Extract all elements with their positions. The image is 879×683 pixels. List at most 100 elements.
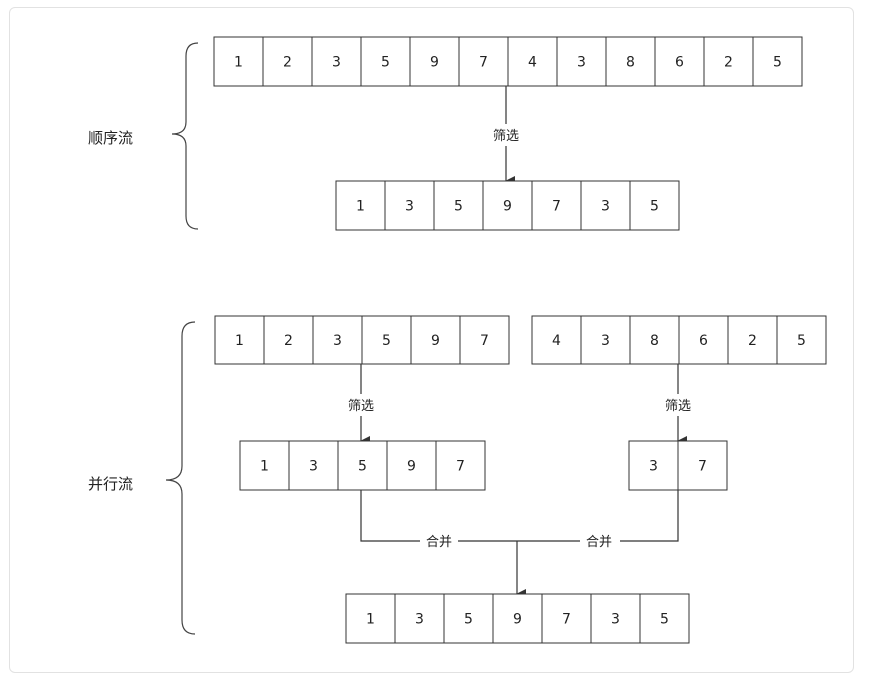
cell-value: 3 (332, 55, 341, 71)
parallel-left-filter-label: 筛选 (348, 399, 374, 414)
cell-box (335, 180, 386, 231)
cell-value: 9 (503, 199, 512, 215)
cell-box (361, 315, 412, 365)
parallel-right-source-row: 4 3 8 6 2 5 (531, 315, 827, 365)
cell-box (492, 593, 543, 644)
cell-box (262, 36, 313, 87)
cell-value: 5 (660, 612, 669, 628)
parallel-brace (165, 321, 196, 635)
cell-value: 3 (611, 612, 620, 628)
cell-value: 3 (601, 199, 610, 215)
cell-value: 2 (724, 55, 733, 71)
cell-box (531, 315, 582, 365)
cell-value: 7 (552, 199, 561, 215)
cell-box (678, 315, 729, 365)
cell-value: 3 (649, 459, 658, 475)
cell-value: 5 (650, 199, 659, 215)
cell-box (213, 36, 264, 87)
cell-value: 3 (577, 55, 586, 71)
diagram-frame (9, 7, 854, 673)
cell-value: 4 (528, 55, 537, 71)
cell-value: 8 (626, 55, 635, 71)
cell-value: 1 (234, 55, 243, 71)
cell-box (409, 36, 460, 87)
cell-box (677, 440, 728, 491)
cell-box (435, 440, 486, 491)
cell-value: 7 (698, 459, 707, 475)
cell-box (386, 440, 437, 491)
cell-box (531, 180, 582, 231)
cell-value: 9 (407, 459, 416, 475)
cell-box (394, 593, 445, 644)
sequential-filter-label: 筛选 (493, 129, 519, 144)
cell-value: 1 (235, 333, 244, 349)
cell-value: 6 (675, 55, 684, 71)
cell-value: 3 (405, 199, 414, 215)
cell-box (345, 593, 396, 644)
cell-box (703, 36, 754, 87)
cell-value: 5 (382, 333, 391, 349)
parallel-left-source-row: 1 2 3 5 9 7 (214, 315, 510, 365)
merge-label-right: 合并 (586, 535, 612, 550)
cell-box (629, 180, 680, 231)
sequential-label: 顺序流 (88, 129, 133, 147)
cell-value: 2 (283, 55, 292, 71)
cell-value: 1 (366, 612, 375, 628)
cell-value: 3 (415, 612, 424, 628)
cell-value: 3 (601, 333, 610, 349)
cell-box (590, 593, 641, 644)
cell-value: 9 (431, 333, 440, 349)
cell-value: 6 (699, 333, 708, 349)
parallel-right-filter-label: 筛选 (665, 399, 691, 414)
cell-box (629, 315, 680, 365)
cell-value: 9 (513, 612, 522, 628)
cell-value: 5 (454, 199, 463, 215)
cell-value: 2 (284, 333, 293, 349)
cell-value: 2 (748, 333, 757, 349)
cell-box (288, 440, 339, 491)
cell-box (605, 36, 656, 87)
cell-value: 5 (464, 612, 473, 628)
cell-box (776, 315, 827, 365)
parallel-label: 并行流 (88, 475, 133, 493)
cell-box (410, 315, 461, 365)
cell-value: 9 (430, 55, 439, 71)
cell-value: 4 (552, 333, 561, 349)
cell-value: 1 (260, 459, 269, 475)
sequential-brace (171, 42, 199, 230)
cell-box (580, 315, 631, 365)
cell-box (580, 180, 631, 231)
cell-value: 5 (381, 55, 390, 71)
merge-line-right (517, 490, 679, 542)
cell-value: 1 (356, 199, 365, 215)
cell-box (654, 36, 705, 87)
cell-box (556, 36, 607, 87)
parallel-left-result-row: 1 3 5 9 7 (239, 440, 486, 491)
cell-box (752, 36, 803, 87)
merge-line-left (360, 490, 517, 542)
cell-box (628, 440, 679, 491)
cell-box (443, 593, 494, 644)
cell-value: 7 (456, 459, 465, 475)
cell-value: 5 (797, 333, 806, 349)
cell-value: 7 (562, 612, 571, 628)
cell-box (639, 593, 690, 644)
cell-box (541, 593, 592, 644)
cell-value: 5 (358, 459, 367, 475)
cell-value: 5 (773, 55, 782, 71)
cell-value: 7 (480, 333, 489, 349)
cell-value: 3 (333, 333, 342, 349)
cell-value: 3 (309, 459, 318, 475)
cell-box (459, 315, 510, 365)
cell-value: 8 (650, 333, 659, 349)
cell-box (214, 315, 265, 365)
cell-box (727, 315, 778, 365)
cell-box (337, 440, 388, 491)
parallel-final-row: 1 3 5 9 7 3 5 (345, 593, 690, 644)
merge-label-left: 合并 (426, 535, 452, 550)
cell-box (263, 315, 314, 365)
